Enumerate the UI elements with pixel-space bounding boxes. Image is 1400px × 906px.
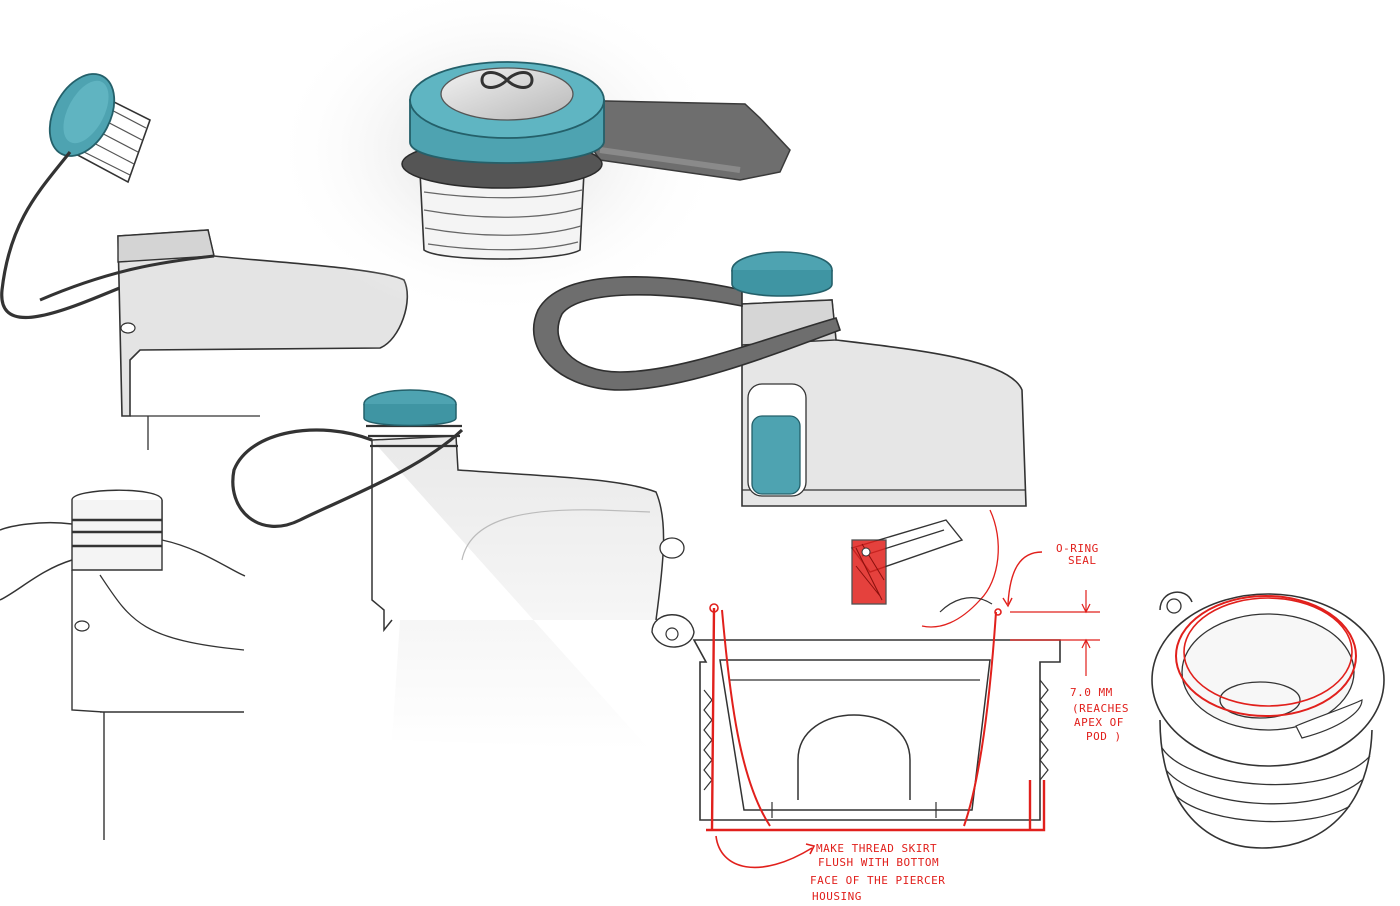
sketch-cap-underside xyxy=(1151,591,1385,849)
red-markup-lines xyxy=(706,551,1046,869)
thread-skirt-note-line3: FACE OF THE PIERCER xyxy=(810,874,945,887)
red-oring-markup xyxy=(1175,595,1357,717)
sketch-hero-cap-with-strap xyxy=(270,0,791,320)
infinity-icon xyxy=(480,71,534,89)
cord-loop xyxy=(231,428,464,528)
oring-section-detail xyxy=(850,519,964,605)
thread-skirt-note-line2: FLUSH WITH BOTTOM xyxy=(818,856,939,869)
sketch-bottle-with-loop-strap xyxy=(532,251,1027,507)
piercer-housing-section: O-RING SEAL 7.0 MM (REACHES APEX OF POD … xyxy=(651,509,1129,903)
wire-loop xyxy=(0,521,73,601)
bottle-sketch-lower-center xyxy=(231,389,685,750)
dimension-value: 7.0 MM xyxy=(1070,686,1113,699)
oring-label-line2: SEAL xyxy=(1068,554,1097,567)
oring-label-line1: O-RING xyxy=(1056,542,1099,555)
strap-grip xyxy=(558,99,791,181)
threaded-body xyxy=(419,171,585,260)
metal-top-disc xyxy=(440,67,574,121)
dimension-note-line1: (REACHES xyxy=(1072,702,1129,715)
thread-skirt-note-line1: MAKE THREAD SKIRT xyxy=(816,842,937,855)
dimension-note-line2: APEX OF xyxy=(1074,716,1124,729)
loop-strap xyxy=(532,276,842,391)
dimension-markers xyxy=(921,509,1100,676)
dimension-note-line3: POD ) xyxy=(1086,730,1122,743)
bottle-sketch-lower-left xyxy=(0,489,246,840)
housing-outline xyxy=(651,614,1061,821)
bottle-sketch-upper-left xyxy=(39,229,409,450)
teal-side-window xyxy=(747,383,807,497)
teal-cap xyxy=(48,73,116,157)
thread-skirt-note-line4: HOUSING xyxy=(812,890,862,903)
